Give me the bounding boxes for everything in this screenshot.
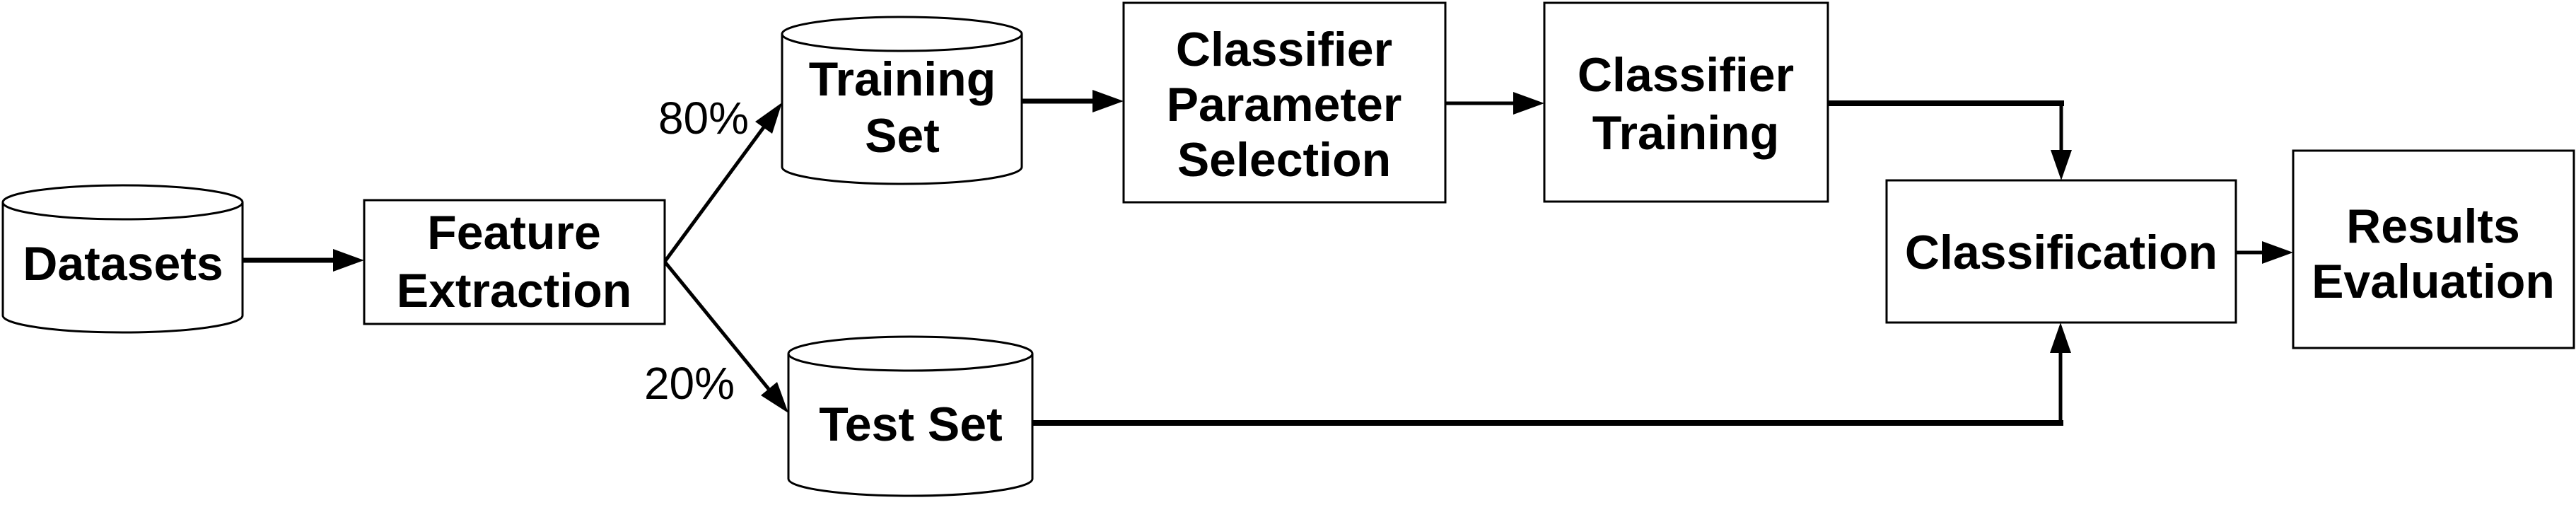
arrowhead-up-icon [2050, 323, 2071, 353]
rect-shape [2292, 149, 2575, 349]
arrow-datasets-to-feature-extraction [243, 249, 364, 272]
arrowhead-downright-icon [761, 382, 788, 413]
training-set-label-line1: Training [809, 52, 996, 106]
cylinder-top [787, 335, 1034, 372]
rect-shape [1543, 1, 1829, 203]
rect-shape [363, 199, 666, 325]
arrow-test-set-to-classification [1032, 323, 2071, 426]
arrow-parameter-selection-to-classifier-training [1445, 92, 1544, 115]
node-classifier-parameter-selection: Classifier Parameter Selection [1122, 1, 1447, 204]
rect-shape [1122, 1, 1447, 204]
arrow-training-set-to-parameter-selection [1022, 90, 1124, 112]
cylinder-body [1, 202, 244, 334]
edges-layer: 80% 20% [243, 90, 2293, 426]
cylinder-body [787, 354, 1034, 497]
arrowhead-right-icon [1092, 90, 1124, 112]
arrowhead-down-icon [2051, 150, 2072, 180]
node-feature-extraction: Feature Extraction [363, 199, 666, 325]
node-classifier-training: Classifier Training [1543, 1, 1829, 203]
arrowhead-right-icon [333, 249, 364, 272]
parameter-selection-label-line1: Classifier [1176, 23, 1392, 76]
feature-extraction-label-line1: Feature [427, 206, 601, 260]
arrowhead-right-icon [2262, 241, 2293, 264]
cylinder-body [781, 34, 1023, 185]
arrowhead-upright-icon [755, 103, 782, 134]
arrow-feature-extraction-to-test-set [663, 260, 788, 413]
datasets-label: Datasets [23, 237, 223, 291]
arrow-classification-to-results-evaluation [2236, 241, 2293, 264]
arrow-feature-extraction-to-training-set [663, 103, 782, 263]
feature-extraction-label-line2: Extraction [397, 264, 632, 318]
test-set-label: Test Set [819, 397, 1002, 451]
node-training-set: Training Set [781, 16, 1023, 185]
classifier-training-label-line1: Classifier [1578, 48, 1794, 102]
training-set-label-line2: Set [865, 109, 940, 163]
cylinder-top [1, 184, 244, 221]
node-classification: Classification [1885, 179, 2237, 324]
train-split-label: 80% [658, 93, 749, 144]
classification-label: Classification [1905, 226, 2217, 279]
parameter-selection-label-line3: Selection [1177, 133, 1391, 187]
arrowhead-right-icon [1513, 92, 1544, 115]
results-evaluation-label-line2: Evaluation [2312, 255, 2555, 308]
test-split-label: 20% [644, 358, 735, 409]
classifier-training-label-line2: Training [1592, 106, 1779, 160]
results-evaluation-label-line1: Results [2346, 199, 2520, 253]
parameter-selection-label-line2: Parameter [1167, 78, 1402, 132]
node-results-evaluation: Results Evaluation [2292, 149, 2575, 349]
arrow-shaft [663, 126, 766, 263]
node-datasets: Datasets [1, 184, 244, 334]
node-test-set: Test Set [787, 335, 1034, 497]
cylinder-top [781, 16, 1023, 52]
arrow-classifier-training-to-classification [1828, 100, 2072, 180]
rect-shape [1885, 179, 2237, 324]
arrow-shaft [663, 260, 770, 390]
